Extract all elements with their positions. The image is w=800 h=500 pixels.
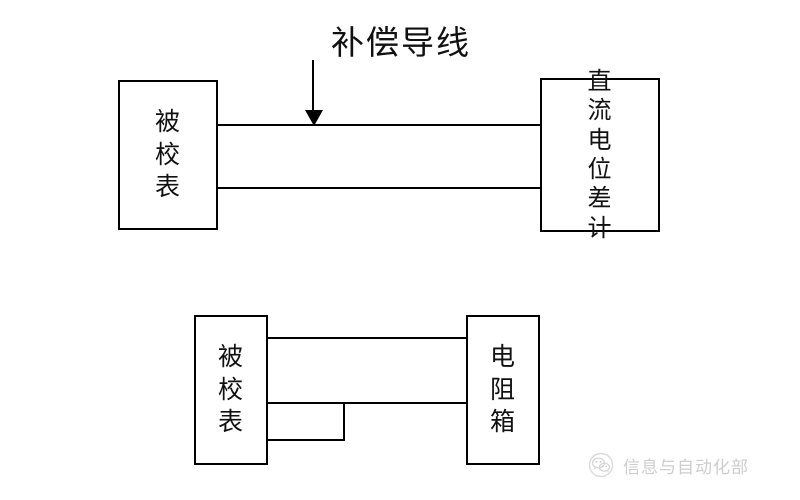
block-resistance-box: 电 阻 箱 [466, 315, 540, 465]
watermark: 信息与自动化部 [588, 452, 749, 478]
block-label-device-under-test-top: 被 校 表 [154, 107, 181, 202]
annotation-label-compensating-wire: 补偿导线 [331, 23, 471, 62]
block-dc-potentiometer: 直 流 电 位 差 计 [540, 67, 660, 242]
wire-upper-lead [266, 337, 468, 339]
down-arrow-icon [305, 110, 323, 126]
wechat-circle-logo [588, 452, 614, 478]
block-label-dc-potentiometer: 直 流 电 位 差 计 [587, 67, 613, 242]
annotation-arrow-shaft [312, 60, 314, 112]
block-label-device-under-test-bottom: 被 校 表 [217, 342, 244, 437]
wire-shorting-jumper [343, 402, 345, 441]
watermark-text: 信息与自动化部 [623, 457, 749, 478]
block-label-resistance-box: 电 阻 箱 [489, 342, 516, 437]
block-device-under-test-bottom: 被 校 表 [194, 315, 268, 465]
wire-top-signal [216, 124, 542, 126]
wire-bottom-signal [216, 187, 542, 189]
wire-lower-lead [266, 439, 345, 441]
block-device-under-test-top: 被 校 表 [118, 80, 218, 230]
wire-middle-lead [266, 402, 468, 404]
